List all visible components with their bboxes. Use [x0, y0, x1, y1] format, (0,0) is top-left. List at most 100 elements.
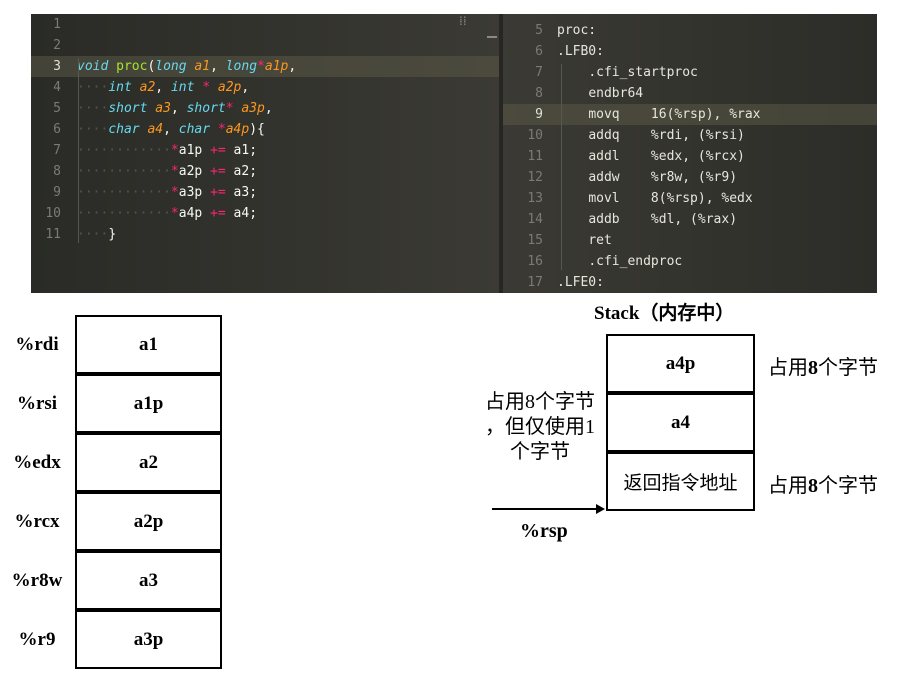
code-line[interactable]: 6····char a4, char *a4p){: [31, 119, 499, 140]
line-number: 7: [53, 143, 61, 158]
asm-line[interactable]: 8 endbr64: [503, 83, 877, 104]
whitespace-dots: ····: [77, 227, 109, 242]
asm-text: endbr64: [588, 86, 644, 101]
whitespace-dots: ············: [77, 185, 171, 200]
whitespace-dots: ············: [77, 164, 171, 179]
code-token: a3p: [178, 185, 211, 200]
line-number: 7: [535, 65, 543, 80]
asm-text: .cfi_startproc: [588, 65, 698, 80]
line-number: 8: [53, 164, 61, 179]
indent-guide: [78, 58, 79, 243]
indent-guide: [561, 64, 562, 270]
line-number: 4: [53, 80, 61, 95]
code-token: *: [170, 143, 179, 158]
whitespace-dots: ············: [77, 206, 171, 221]
register-value-box: a3: [75, 551, 222, 610]
asm-text: .LFE0:: [557, 275, 604, 290]
code-line[interactable]: 9············*a3p += a3;: [31, 182, 499, 203]
asm-line[interactable]: 15 ret: [503, 230, 877, 251]
code-token: a1: [194, 59, 211, 74]
pane-divider[interactable]: [499, 14, 503, 293]
code-token: a2p: [217, 80, 242, 95]
asm-line[interactable]: 6.LFB0:: [503, 41, 877, 62]
code-token: a3;: [225, 185, 258, 200]
code-token: a1p: [178, 143, 211, 158]
code-token: *: [202, 80, 211, 95]
register-label: %rsi: [16, 393, 58, 414]
code-token: a2;: [225, 164, 258, 179]
code-token: a3p: [241, 101, 265, 116]
asm-line[interactable]: 14 addb %dl, (%rax): [503, 209, 877, 230]
code-token: +=: [210, 143, 226, 158]
stack-note-a4-line: 占用8个字节: [485, 391, 595, 413]
line-number: 11: [527, 149, 543, 164]
register-label: %rdi: [15, 334, 59, 355]
code-token: char: [108, 122, 140, 137]
register-value-box: a3p: [75, 610, 222, 669]
code-token: proc: [116, 59, 148, 74]
asm-text: addb %dl, (%rax): [588, 212, 738, 227]
line-number: 16: [527, 254, 543, 269]
code-token: *: [170, 164, 179, 179]
asm-text: .cfi_endproc: [588, 254, 683, 269]
asm-line[interactable]: 10 addq %rdi, (%rsi): [503, 125, 877, 146]
stack-note-a4p: 占用8个字节: [768, 357, 878, 379]
whitespace-dots: ····: [77, 122, 109, 137]
asm-line[interactable]: 17 .LFE0:: [503, 272, 877, 293]
code-token: long: [155, 59, 187, 74]
code-token: int: [170, 80, 195, 95]
asm-line[interactable]: 5 proc:: [503, 20, 877, 41]
asm-line[interactable]: 9 movq 16(%rsp), %rax: [503, 104, 877, 125]
code-token: [132, 80, 140, 95]
line-number: 14: [527, 212, 543, 227]
code-line[interactable]: 8············*a2p += a2;: [31, 161, 499, 182]
code-token: [210, 80, 218, 95]
whitespace-dots: ············: [77, 143, 171, 158]
asm-text: addw %r8w, (%r9): [588, 170, 738, 185]
code-line[interactable]: 11····}: [31, 224, 499, 245]
code-line[interactable]: 10············*a4p += a4;: [31, 203, 499, 224]
line-number: 5: [535, 23, 543, 38]
asm-text: .LFB0:: [557, 44, 604, 59]
code-token: *: [225, 101, 234, 116]
line-number: 1: [53, 17, 61, 32]
line-number: 9: [535, 107, 543, 122]
code-token: *: [170, 185, 179, 200]
code-token: }: [108, 227, 117, 242]
code-line[interactable]: 2: [31, 35, 499, 56]
asm-text: ret: [588, 233, 612, 248]
code-token: +=: [210, 206, 226, 221]
code-token: (: [147, 59, 156, 74]
line-number: 17: [527, 275, 543, 290]
line-number: 10: [527, 128, 543, 143]
line-number: 6: [53, 122, 61, 137]
whitespace-dots: ····: [77, 80, 109, 95]
code-token: *: [217, 122, 226, 137]
asm-line[interactable]: 13 movl 8(%rsp), %edx: [503, 188, 877, 209]
asm-text: addl %edx, (%rcx): [588, 149, 745, 164]
asm-text: proc:: [557, 23, 597, 38]
code-token: ,: [210, 59, 226, 74]
line-number: 12: [527, 170, 543, 185]
stack-title: Stack（内存中）: [594, 303, 735, 324]
asm-line[interactable]: 12 addw %r8w, (%r9): [503, 167, 877, 188]
code-line[interactable]: 1: [31, 14, 499, 35]
scrollbar-marker[interactable]: [487, 36, 497, 38]
line-number: 10: [45, 206, 61, 221]
stack-cell-return-address: 返回指令地址: [606, 452, 755, 511]
asm-line[interactable]: 11 addl %edx, (%rcx): [503, 146, 877, 167]
code-token: [108, 59, 116, 74]
code-token: [210, 122, 218, 137]
code-token: a2p: [178, 164, 211, 179]
code-line[interactable]: 4····int a2, int * a2p,: [31, 77, 499, 98]
code-token: short: [108, 101, 148, 116]
drag-grip-icon[interactable]: ⁞⁞: [459, 14, 467, 28]
code-line[interactable]: 7············*a1p += a1;: [31, 140, 499, 161]
code-line[interactable]: 5····short a3, short* a3p,: [31, 98, 499, 119]
code-token: a2: [139, 80, 156, 95]
code-token: a1p: [264, 59, 289, 74]
code-token: a3: [155, 101, 171, 116]
asm-line[interactable]: 7 .cfi_startproc: [503, 62, 877, 83]
asm-line[interactable]: 16 .cfi_endproc: [503, 251, 877, 272]
